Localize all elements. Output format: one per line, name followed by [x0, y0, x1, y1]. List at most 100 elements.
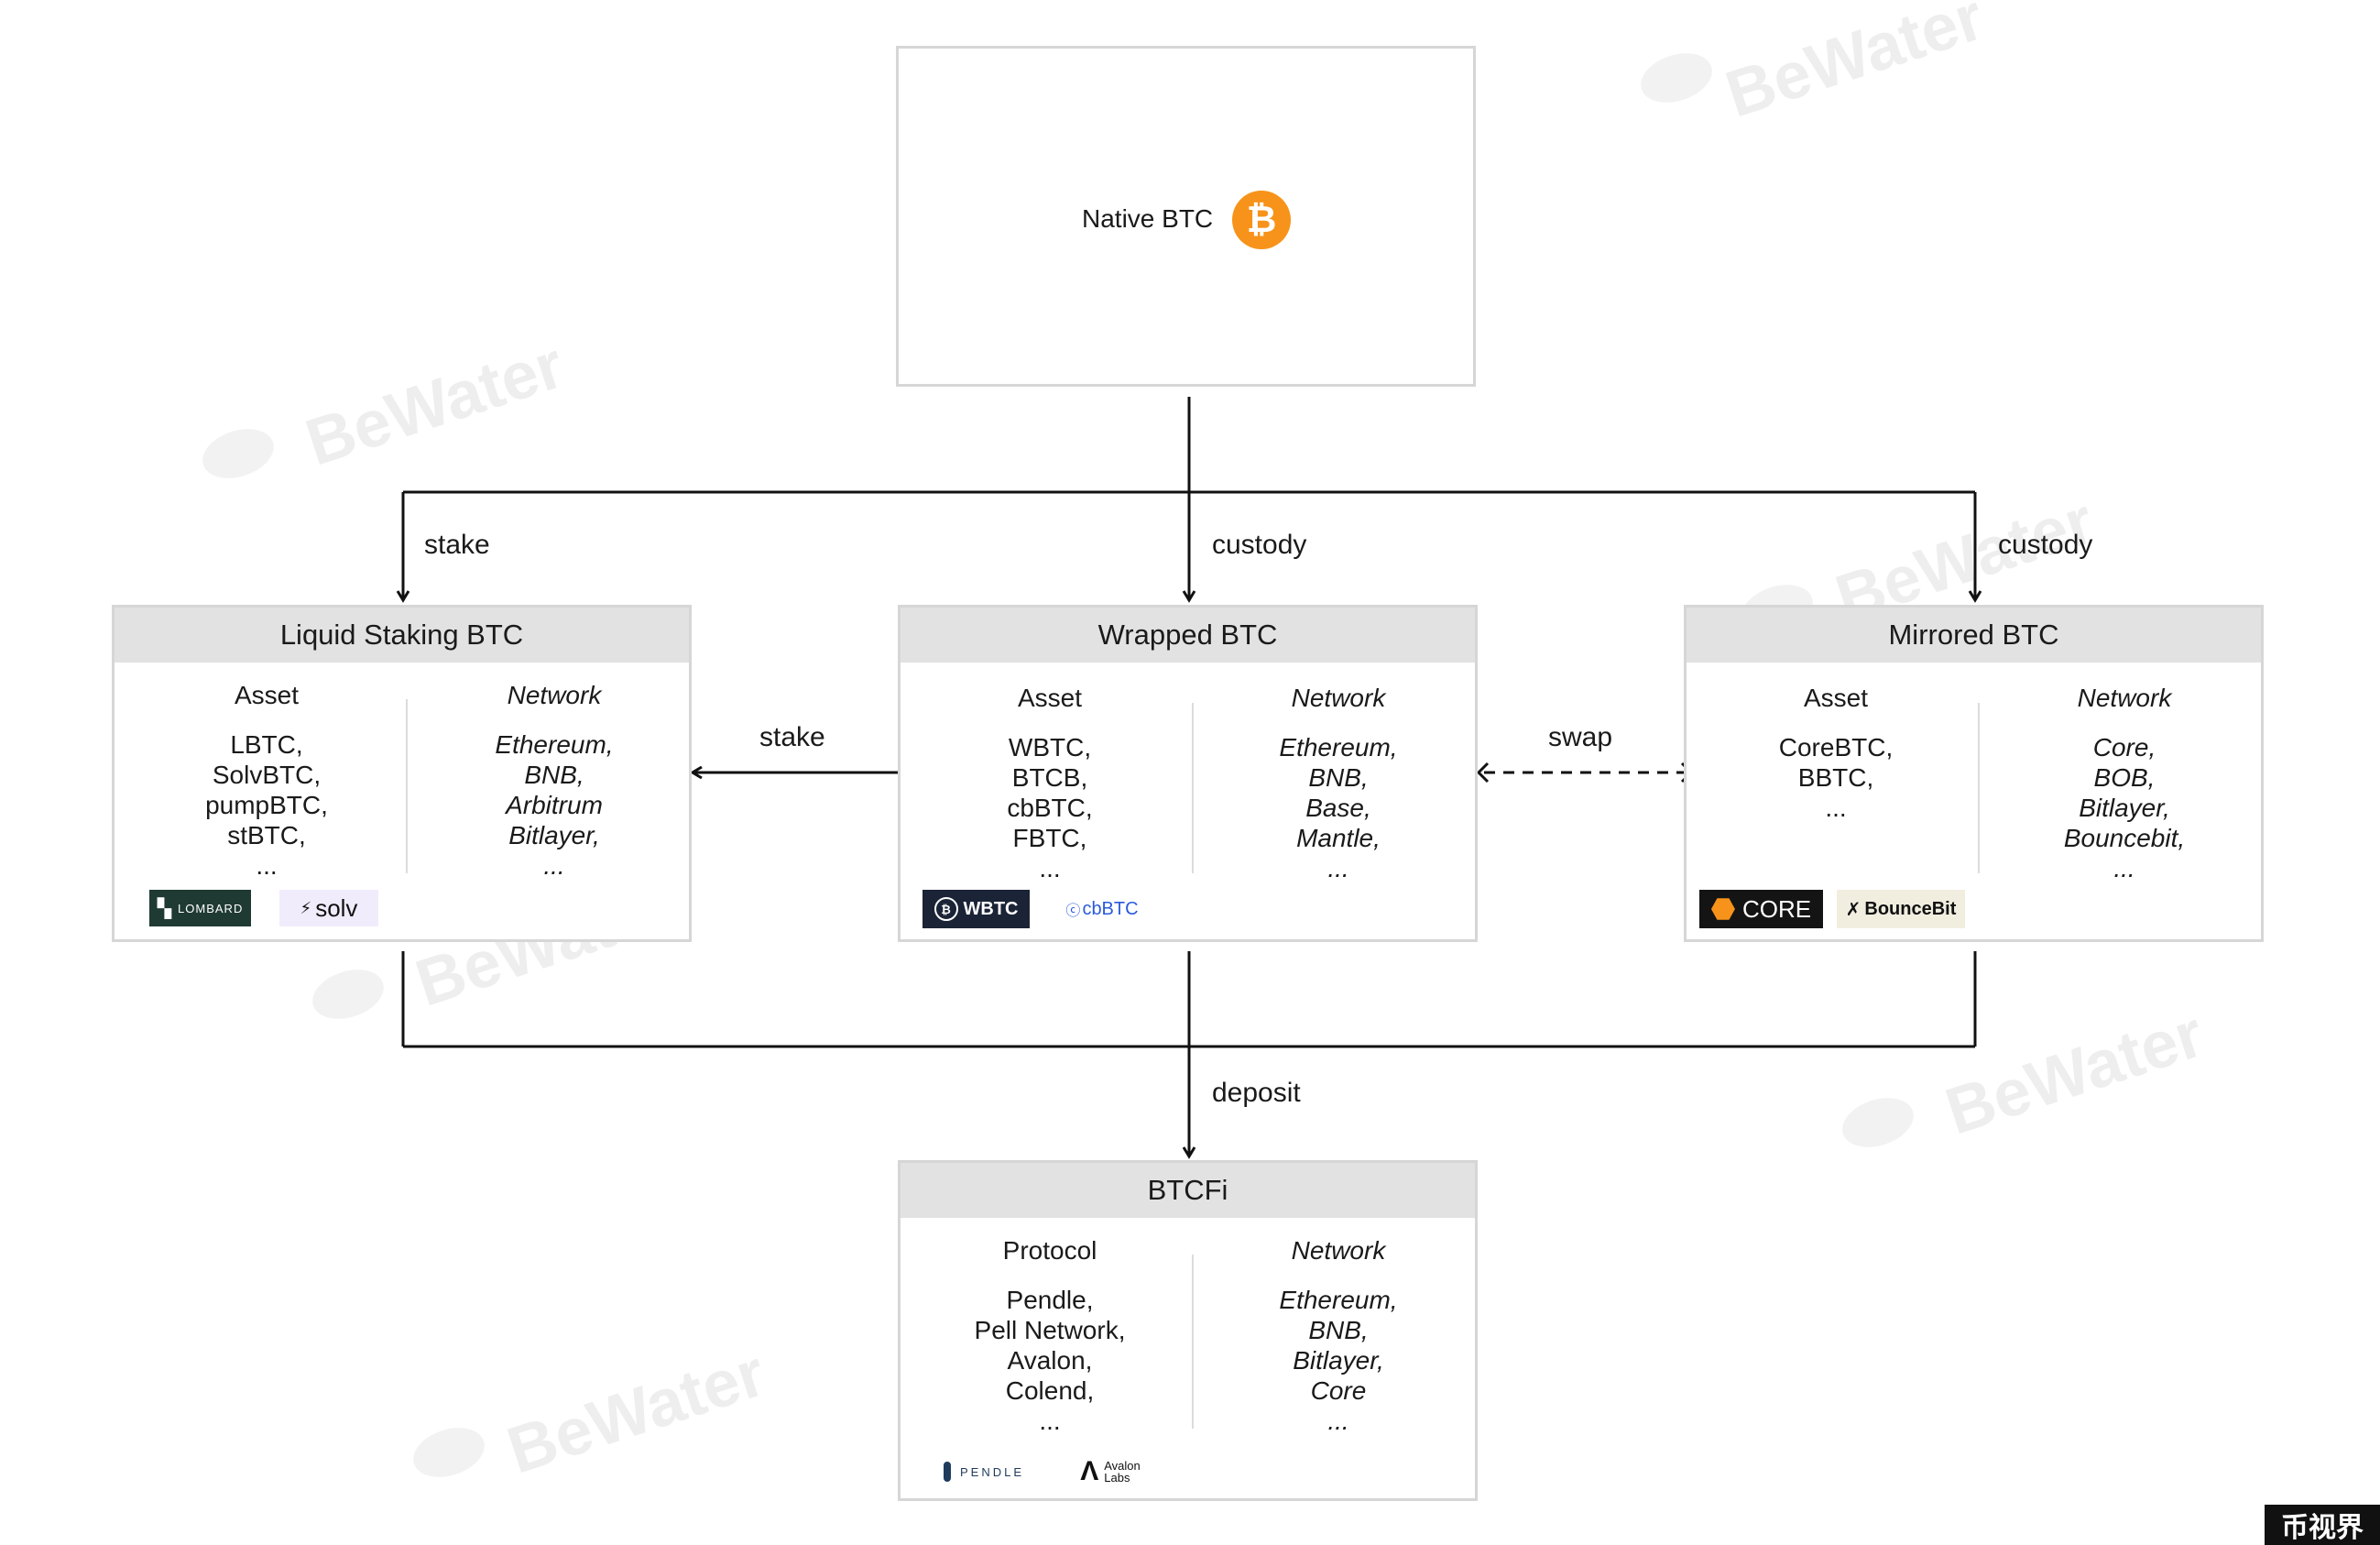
mirrored-network: Bouncebit,	[2063, 824, 2186, 852]
mirrored-asset: CoreBTC,	[1778, 733, 1894, 762]
edge-label-swap: swap	[1548, 722, 1613, 752]
mirrored-network-col: Network Core, BOB, Bitlayer, Bouncebit, …	[2024, 683, 2225, 883]
wrapped-network: BNB,	[1308, 763, 1369, 792]
liquid-staking-box: Liquid Staking BTC Asset LBTC, SolvBTC, …	[112, 605, 692, 942]
core-icon	[1710, 898, 1735, 920]
edge-label-custody-mirrored: custody	[1998, 530, 2093, 560]
mirrored-network: ...	[2113, 854, 2135, 882]
btcfi-network: Ethereum,	[1279, 1286, 1398, 1314]
pendle-logo: PENDLE	[933, 1456, 1034, 1487]
solv-logo-text: solv	[315, 893, 358, 922]
mirrored-network: Bitlayer,	[2079, 794, 2170, 822]
btcfi-network-header: Network	[1291, 1236, 1386, 1265]
liquid-network: Ethereum,	[495, 730, 614, 759]
corner-badge: 币视界	[2265, 1505, 2380, 1545]
solv-logo: ⚡ solv	[279, 890, 378, 926]
mirrored-asset-header: Asset	[1803, 684, 1869, 712]
btcfi-network: ...	[1327, 1407, 1349, 1435]
btcfi-network: Bitlayer,	[1293, 1346, 1384, 1375]
pendle-logo-text: PENDLE	[959, 1464, 1025, 1479]
btcfi-protocol-col: Protocol Pendle, Pell Network, Avalon, C…	[950, 1235, 1150, 1436]
cbbtc-logo: ⓒ cbBTC	[1056, 890, 1148, 928]
liquid-asset-header: Asset	[234, 681, 300, 709]
btcfi-protocol: ...	[1039, 1407, 1061, 1435]
liquid-asset-col: Asset LBTC, SolvBTC, pumpBTC, stBTC, ...	[169, 680, 364, 881]
mirrored-asset: BBTC,	[1797, 763, 1874, 792]
wrapped-btc-title: Wrapped BTC	[901, 608, 1475, 663]
solv-icon: ⚡	[300, 898, 312, 917]
mirrored-asset: ...	[1825, 794, 1847, 822]
native-btc-label: Native BTC	[1082, 204, 1214, 233]
lombard-logo-text: LOMBARD	[178, 901, 244, 915]
mirrored-btc-title: Mirrored BTC	[1687, 608, 2261, 663]
wrapped-network: Ethereum,	[1279, 733, 1398, 762]
btcfi-protocol: Avalon,	[1007, 1346, 1093, 1375]
wbtc-logo: ₿ WBTC	[923, 890, 1030, 928]
liquid-network: Arbitrum	[506, 791, 603, 819]
liquid-network: BNB,	[524, 761, 584, 789]
bitcoin-glyph: ₿	[1246, 199, 1277, 240]
bouncebit-icon: ✗	[1845, 899, 1861, 920]
liquid-asset: stBTC,	[227, 821, 306, 849]
btcfi-network: BNB,	[1308, 1316, 1369, 1344]
bouncebit-logo: ✗ BounceBit	[1837, 890, 1965, 928]
wrapped-asset-header: Asset	[1017, 684, 1083, 712]
cbbtc-logo-text: cbBTC	[1082, 898, 1139, 919]
cbbtc-icon: ⓒ	[1065, 904, 1081, 919]
wrapped-asset: BTCB,	[1011, 763, 1088, 792]
btcfi-network: Core	[1310, 1376, 1367, 1405]
btcfi-protocol-header: Protocol	[1002, 1236, 1097, 1265]
core-logo-text: CORE	[1741, 894, 1812, 923]
avalon-icon: Λ	[1080, 1456, 1099, 1486]
mirrored-network-header: Network	[2077, 684, 2172, 712]
swap-head-left	[1476, 762, 1490, 783]
avalon-logo: Λ Avalon Labs	[1069, 1454, 1152, 1489]
wbtc-logo-text: WBTC	[963, 898, 1019, 919]
wbtc-icon: ₿	[933, 897, 958, 921]
core-logo: CORE	[1699, 890, 1823, 928]
btcfi-protocol: Colend,	[1005, 1376, 1095, 1405]
liquid-asset: ...	[256, 851, 278, 880]
mirrored-network: Core,	[2092, 733, 2156, 762]
mirrored-network: BOB,	[2093, 763, 2156, 792]
btcfi-protocol: Pendle,	[1006, 1286, 1094, 1314]
wrapped-network-header: Network	[1291, 684, 1386, 712]
bouncebit-logo-text: BounceBit	[1864, 898, 1957, 919]
btcfi-divider	[1192, 1255, 1194, 1429]
liquid-asset: LBTC,	[230, 730, 303, 759]
wrapped-network: ...	[1327, 854, 1349, 882]
btcfi-protocol: Pell Network,	[974, 1316, 1126, 1344]
btcfi-network-col: Network Ethereum, BNB, Bitlayer, Core ..…	[1238, 1235, 1439, 1436]
wrapped-asset: FBTC,	[1012, 824, 1087, 852]
liquid-network: ...	[543, 851, 565, 880]
wrapped-asset: ...	[1039, 854, 1061, 882]
liquid-asset: pumpBTC,	[205, 791, 328, 819]
mirrored-btc-box: Mirrored BTC Asset CoreBTC, BBTC, ... Ne…	[1684, 605, 2264, 942]
lombard-icon: ▚	[157, 898, 173, 919]
wrapped-network-col: Network Ethereum, BNB, Base, Mantle, ...	[1238, 683, 1439, 883]
wrapped-asset: cbBTC,	[1007, 794, 1093, 822]
mirrored-asset-col: Asset CoreBTC, BBTC, ...	[1736, 683, 1936, 823]
edge-label-deposit: deposit	[1212, 1078, 1301, 1108]
avalon-logo-line: Labs	[1104, 1471, 1130, 1485]
wrapped-divider	[1192, 703, 1194, 873]
wrapped-network: Base,	[1305, 794, 1371, 822]
liquid-network: Bitlayer,	[508, 821, 600, 849]
liquid-network-col: Network Ethereum, BNB, Arbitrum Bitlayer…	[453, 680, 655, 881]
mirrored-divider	[1978, 703, 1980, 873]
edge-label-stake: stake	[424, 530, 490, 560]
wrapped-btc-box: Wrapped BTC Asset WBTC, BTCB, cbBTC, FBT…	[898, 605, 1478, 942]
edge-label-custody-wrapped: custody	[1212, 530, 1307, 560]
avalon-logo-text: Avalon Labs	[1104, 1460, 1141, 1484]
wrapped-asset-col: Asset WBTC, BTCB, cbBTC, FBTC, ...	[950, 683, 1150, 883]
avalon-logo-line: Avalon	[1104, 1459, 1141, 1473]
lombard-logo: ▚ LOMBARD	[149, 890, 251, 926]
btcfi-title: BTCFi	[901, 1163, 1475, 1218]
liquid-asset: SolvBTC,	[212, 761, 322, 789]
bitcoin-icon: ₿	[1232, 191, 1291, 249]
btcfi-box: BTCFi Protocol Pendle, Pell Network, Ava…	[898, 1160, 1478, 1501]
wrapped-asset: WBTC,	[1008, 733, 1092, 762]
edge-label-stake-left: stake	[759, 722, 825, 752]
liquid-divider	[406, 699, 408, 873]
